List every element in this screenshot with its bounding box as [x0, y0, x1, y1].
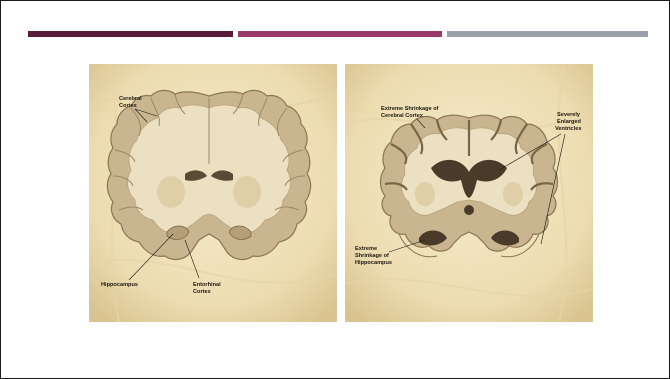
label-cerebral-cortex-2: Cortex: [119, 103, 138, 109]
normal-brain-image: Cerebral Cortex Hippocampus Entorhinal C…: [89, 64, 337, 322]
accent-bar-1: [28, 31, 233, 37]
label-entorhinal-2: Cortex: [193, 289, 212, 295]
label-shrinkage-hippo-1: Extreme: [355, 246, 377, 252]
label-entorhinal-1: Entorhinal: [193, 282, 221, 288]
alzheimers-brain-image: Extreme Shrinkage of Cerebral Cortex Sev…: [345, 64, 593, 322]
label-ventricles-2: Enlarged: [557, 119, 582, 125]
label-shrinkage-hippo-2: Shrinkage of: [355, 253, 389, 259]
label-shrinkage-hippo-3: Hippocampus: [355, 260, 392, 266]
label-ventricles-1: Severely: [557, 112, 581, 118]
label-ventricles-3: Ventricles: [555, 126, 581, 132]
label-shrinkage-cortex-2: Cerebral Cortex: [381, 113, 424, 119]
accent-bar-2: [238, 31, 442, 37]
accent-bar-3: [447, 31, 648, 37]
label-cerebral-cortex-1: Cerebral: [119, 96, 142, 102]
normal-brain-shape: [107, 90, 310, 259]
label-shrinkage-cortex-1: Extreme Shrinkage of: [381, 106, 439, 112]
label-hippocampus: Hippocampus: [101, 282, 138, 288]
